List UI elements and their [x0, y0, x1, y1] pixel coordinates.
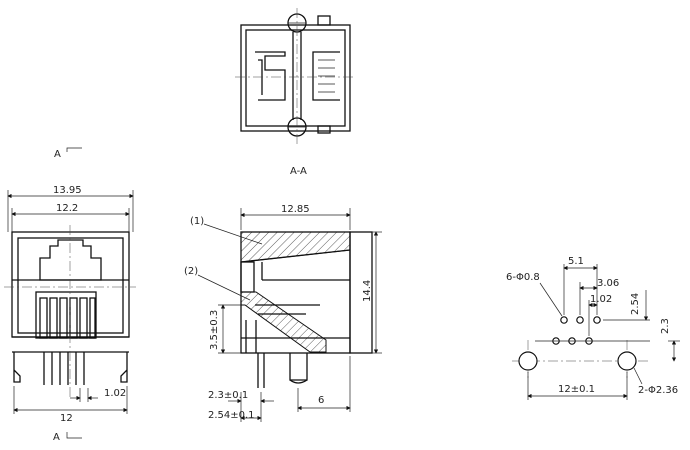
callout-1: (1): [190, 216, 204, 227]
dim-height: 14.4: [362, 280, 373, 302]
callout-2: (2): [184, 266, 198, 277]
front-dimensions: 13.95 12.2 1.02 12: [7, 185, 134, 424]
dim-led-height: 3.5±0.3: [209, 310, 220, 350]
peg-hole-right: [617, 351, 637, 371]
section-label: A-A: [290, 166, 307, 177]
dim-width-inner: 12.2: [56, 203, 78, 214]
dim-pin-depth: 6: [318, 395, 324, 406]
section-arrow-bottom-icon: [66, 432, 82, 439]
dim-2-54: 2.54: [630, 293, 641, 315]
dim-pin-offset: 2.54±0.1: [208, 410, 255, 421]
footprint-annotations: 6-Φ0.8 5.1 3.06 1.02 2.54 2.3 12±0.1 2-Φ…: [506, 256, 680, 400]
dim-1-02: 1.02: [590, 294, 612, 305]
side-annotations: (1) (2) 12.85 14.4 3.5±0.3 2.3±0.1 2.54±…: [184, 204, 382, 422]
section-marker-top: A: [54, 149, 61, 160]
dim-pin-span: 12: [60, 413, 73, 424]
dim-2-3: 2.3: [660, 318, 671, 334]
dim-pin-pitch: 1.02: [104, 388, 126, 399]
side-section-view: [240, 231, 373, 388]
dim-peg-spacing: 12±0.1: [558, 384, 595, 395]
label-peg-diameter: 2-Φ2.36: [638, 385, 678, 396]
front-view: [4, 225, 136, 400]
dim-width-outer: 13.95: [53, 185, 82, 196]
dim-3-06: 3.06: [597, 278, 619, 289]
peg-hole-left: [518, 351, 538, 371]
dim-depth: 12.85: [281, 204, 310, 215]
section-arrow-top-icon: [66, 147, 82, 152]
section-marker-bottom: A: [53, 432, 60, 443]
top-view: [235, 8, 356, 145]
dim-post-offset: 2.3±0.1: [208, 390, 248, 401]
dim-5-1: 5.1: [568, 256, 584, 267]
pcb-footprint: [512, 316, 650, 378]
label-hole-count: 6-Φ0.8: [506, 272, 540, 283]
